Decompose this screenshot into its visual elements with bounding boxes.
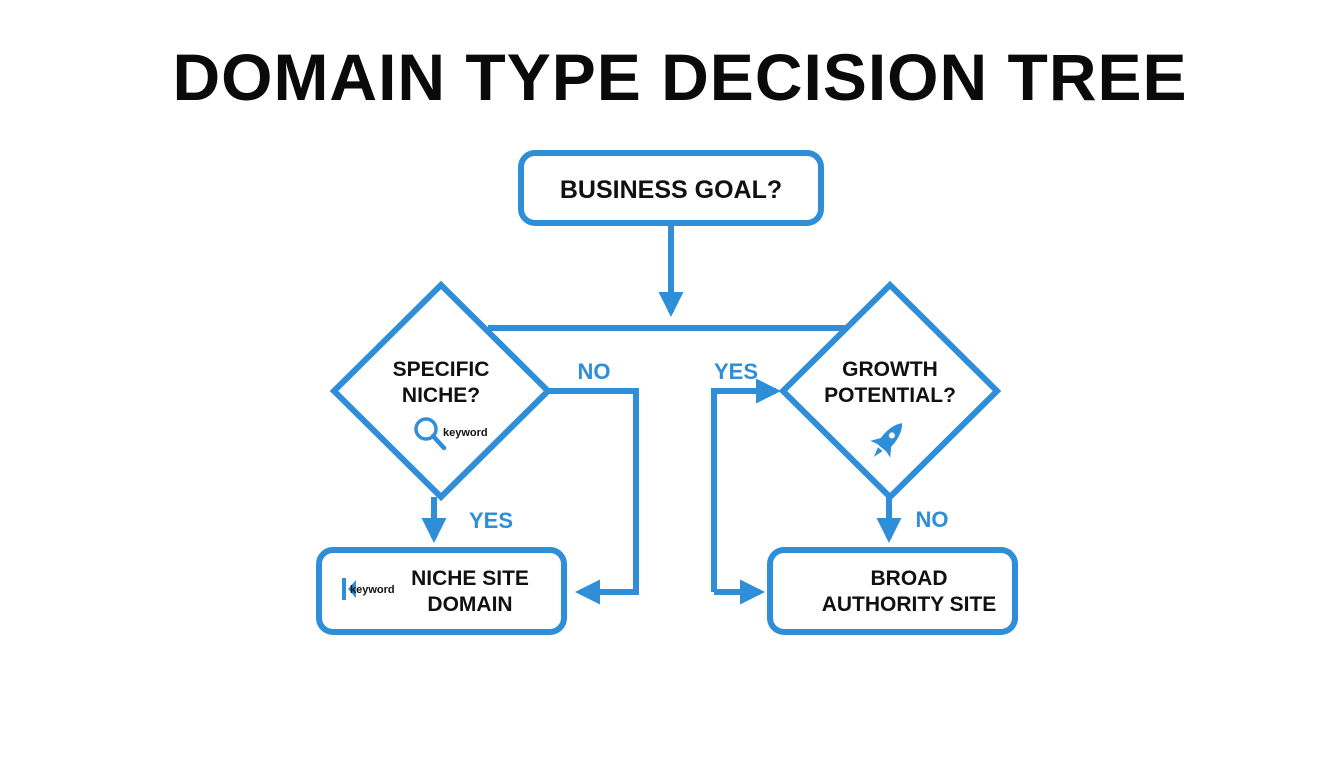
edge-label-growth-no: NO	[916, 507, 949, 532]
edge-label-growth-yes: YES	[714, 359, 758, 384]
edge-niche-no	[548, 388, 639, 605]
niche-site-line-1: NICHE SITE	[411, 567, 529, 590]
niche-question-icon-text: keyword	[443, 427, 488, 439]
diagram-title: DOMAIN TYPE DECISION TREE	[172, 40, 1187, 114]
niche-site-line-2: DOMAIN	[427, 593, 512, 616]
growth-question-line-2: POTENTIAL?	[824, 384, 956, 407]
niche-question-diamond	[329, 280, 553, 502]
growth-question-line-1: GROWTH	[842, 358, 938, 381]
edge-label-niche-no: NO	[578, 359, 611, 384]
start-node-box	[518, 150, 824, 226]
authority-site-line-1: BROAD	[871, 567, 948, 590]
niche-site-icon-text: keyword	[350, 584, 395, 596]
keyword-logo-icon	[342, 578, 356, 600]
start-node-label: BUSINESS GOAL?	[560, 176, 782, 204]
edge-label-niche-yes: YES	[469, 508, 513, 533]
rocket-icon	[870, 423, 903, 458]
authority-site-line-2: AUTHORITY SITE	[822, 593, 997, 616]
magnifier-icon	[414, 417, 447, 451]
edge-growth-yes	[711, 378, 782, 592]
authority-site-box	[767, 547, 1018, 635]
growth-question-diamond	[778, 280, 1002, 502]
niche-question-line-2: NICHE?	[402, 384, 480, 407]
niche-question-line-1: SPECIFIC	[393, 358, 490, 381]
niche-site-box	[316, 547, 567, 635]
